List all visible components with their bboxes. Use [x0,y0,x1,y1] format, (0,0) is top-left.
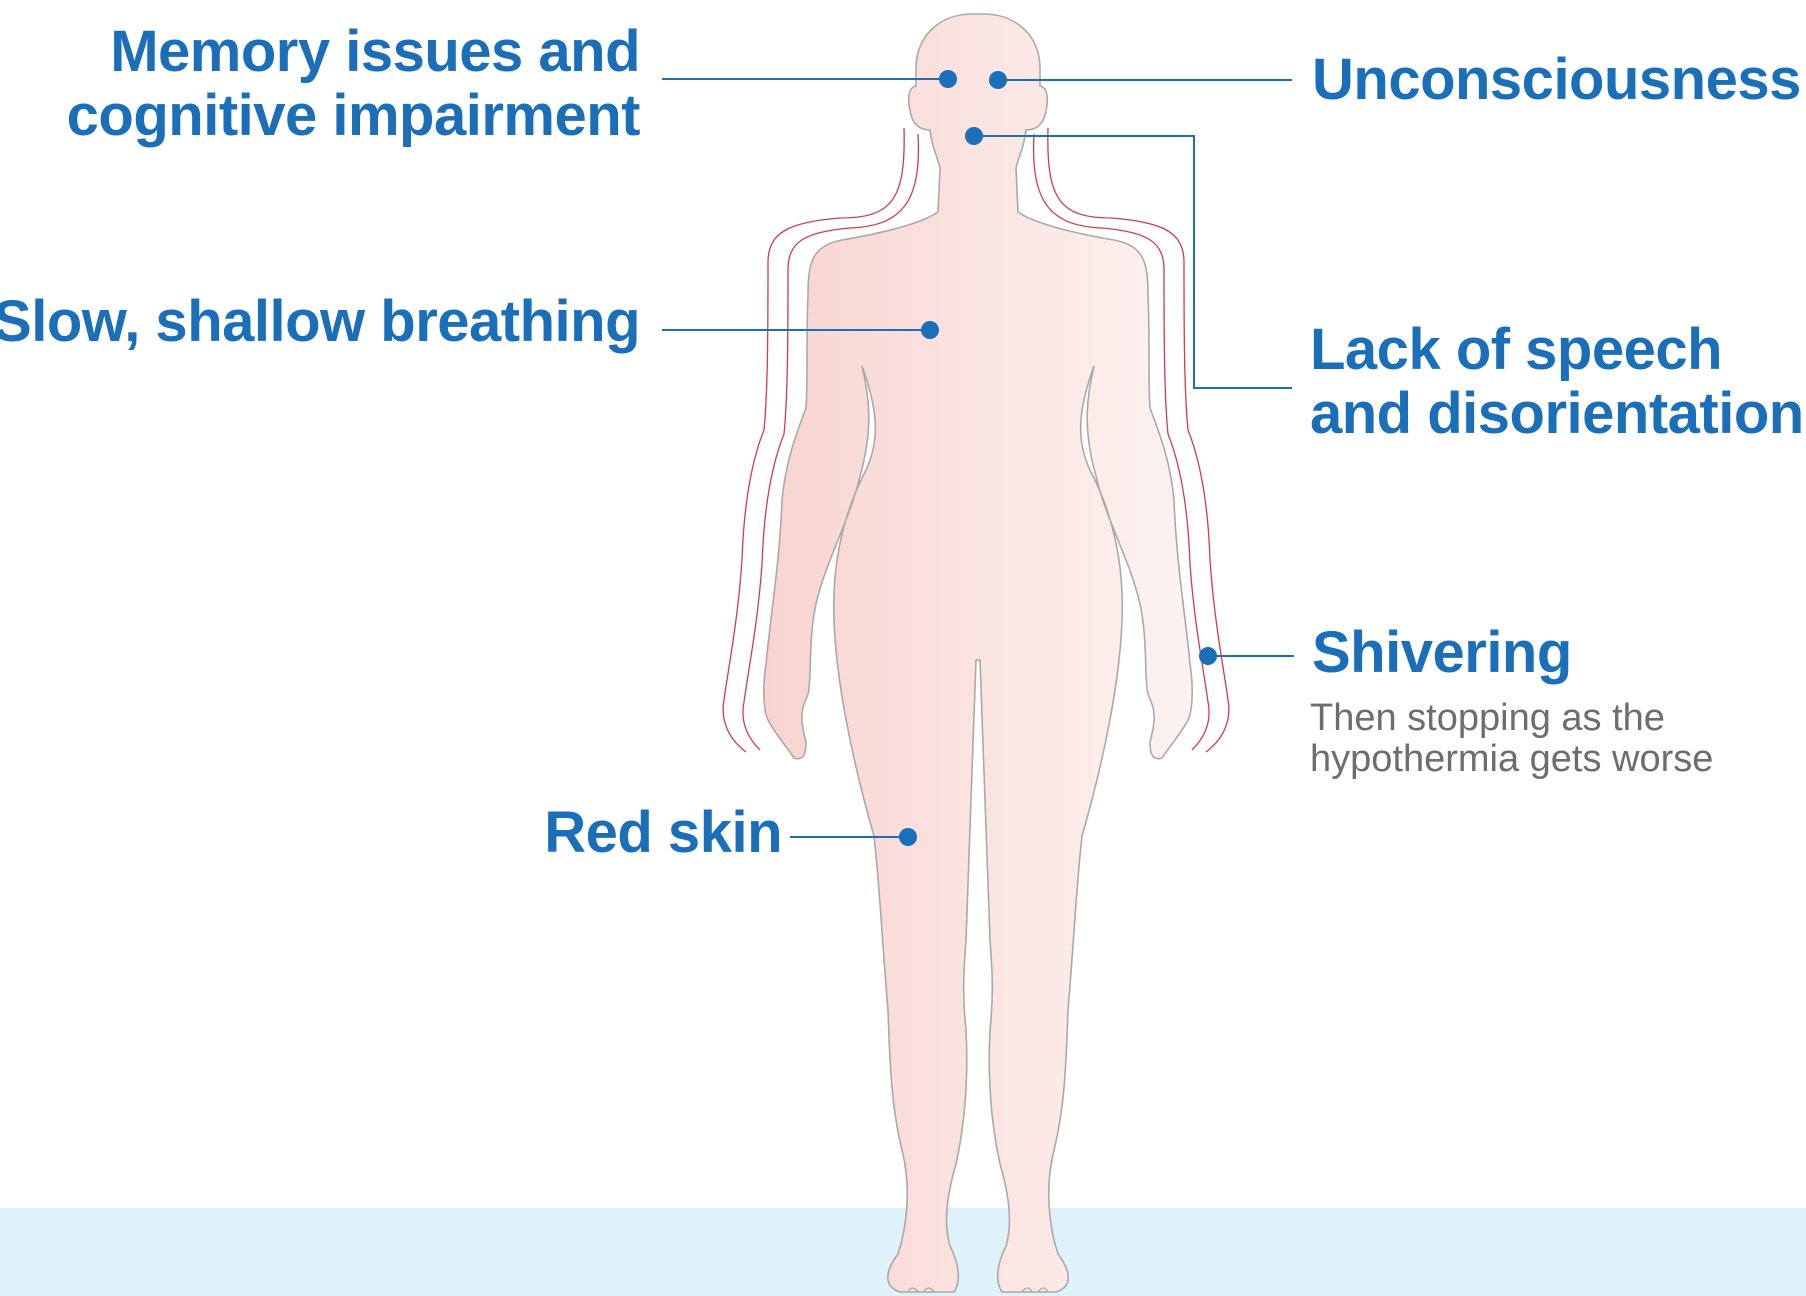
label-memory: Memory issues and cognitive impairment [67,20,640,148]
label-shivering: Shivering [1312,621,1572,685]
label-speech: Lack of speech and disorientation [1310,318,1804,446]
dot-unconsciousness [989,71,1007,89]
dot-shivering [1199,647,1217,665]
label-red-skin-text: Red skin [544,801,782,865]
label-shivering-text: Shivering [1312,621,1572,685]
label-speech-line2: and disorientation [1310,382,1804,446]
label-speech-line1: Lack of speech [1310,318,1804,382]
label-unconsciousness: Unconsciousness [1312,48,1801,112]
label-breathing-text: Slow, shallow breathing [0,290,640,354]
label-memory-line1: Memory issues and [67,20,640,84]
dot-speech [965,127,983,145]
dot-red-skin [899,828,917,846]
dot-memory [939,70,957,88]
human-body-silhouette [764,14,1192,1292]
label-breathing: Slow, shallow breathing [0,290,640,354]
dot-breathing [921,321,939,339]
label-memory-line2: cognitive impairment [67,84,640,148]
label-shivering-note-line1: Then stopping as the [1310,698,1713,739]
label-shivering-note-line2: hypothermia gets worse [1310,739,1713,780]
label-shivering-note: Then stopping as the hypothermia gets wo… [1310,698,1713,780]
label-unconsciousness-text: Unconsciousness [1312,48,1801,112]
label-red-skin: Red skin [544,801,782,865]
